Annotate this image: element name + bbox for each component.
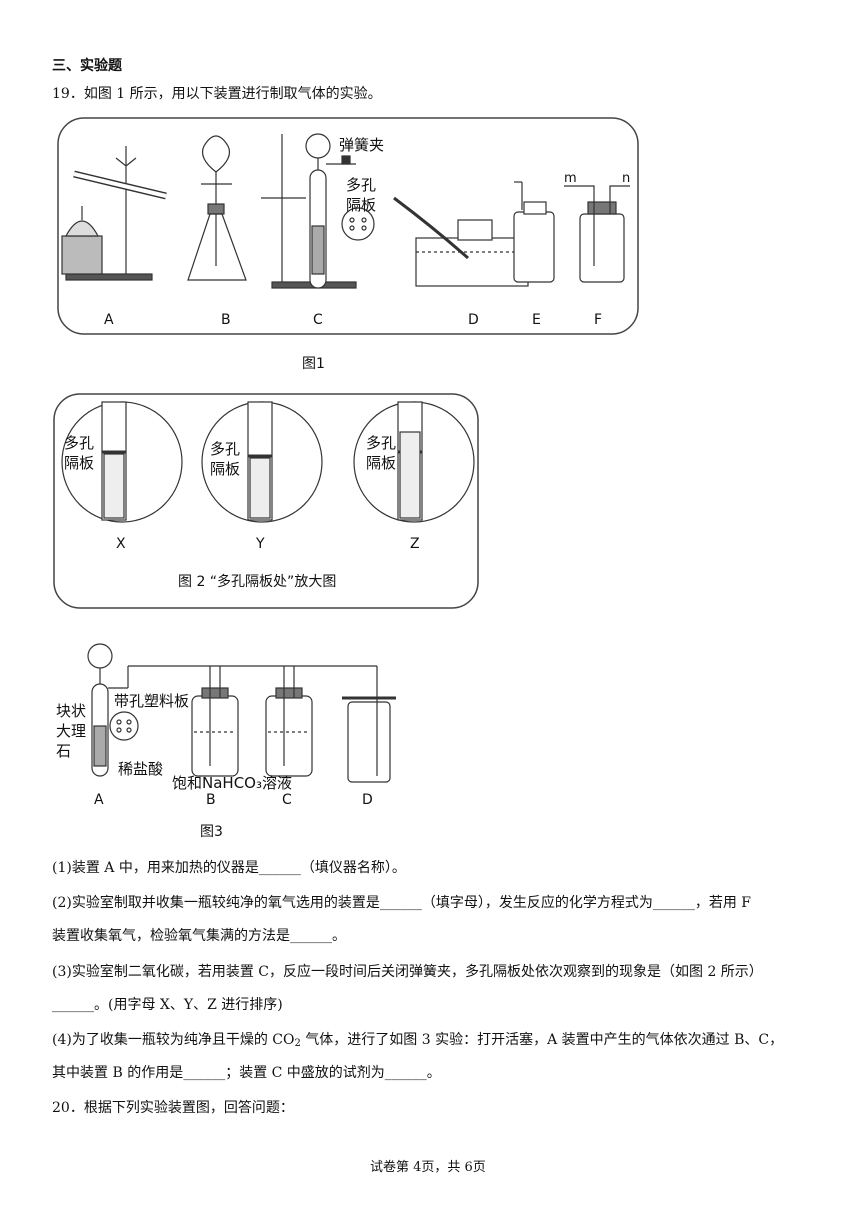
fig3-label-b: B (206, 792, 216, 808)
section-title: 三、实验题 (52, 58, 122, 74)
fig1-label-m: m (564, 171, 577, 186)
q19-part-4-text-b: 气体，进行了如图 3 实验：打开活塞，A 装置中产生的气体依次通过 B、C， (300, 1032, 784, 1048)
fig1-label-d: D (468, 312, 479, 328)
fig3-acid-label: 稀盐酸 (118, 760, 163, 778)
fig2-z-porous-2: 隔板 (366, 454, 396, 472)
fig2-y-porous-1: 多孔 (210, 440, 240, 458)
fig1-caption: 图1 (302, 356, 325, 372)
fig1-porous-label-1: 多孔 (346, 176, 376, 194)
fig3-marble-label-3: 石 (56, 742, 71, 760)
co2-subscript: 2 (294, 1038, 301, 1049)
figure-2: 多孔 隔板 多孔 隔板 多孔 隔板 X Y Z 图 2 “多孔隔板处”放大图 (53, 393, 479, 609)
question-19-intro: 19．如图 1 所示，用以下装置进行制取气体的实验。 (52, 86, 382, 102)
fig3-marble-label-1: 块状 (56, 702, 86, 720)
fig1-label-f: F (594, 312, 602, 328)
fig1-spring-clip-label: 弹簧夹 (339, 136, 384, 154)
figure-3: 块状 大理 石 带孔塑料板 稀盐酸 饱和NaHCO₃溶液 A B C D 图3 (56, 643, 396, 840)
q19-part-4-line-1: (4)为了收集一瓶较为纯净且干燥的 CO2 气体，进行了如图 3 实验：打开活塞… (52, 1030, 783, 1054)
fig2-label-z: Z (410, 536, 420, 552)
fig1-label-n: n (622, 171, 630, 186)
fig3-caption: 图3 (200, 824, 223, 840)
fig3-label-a: A (94, 792, 104, 808)
question-20-intro: 20．根据下列实验装置图，回答问题： (52, 1100, 294, 1116)
fig3-plastic-plate-label: 带孔塑料板 (114, 692, 189, 710)
page-footer: 试卷第 4页，共 6页 (370, 1160, 486, 1175)
fig2-y-porous-2: 隔板 (210, 460, 240, 478)
q19-part-4-line-2: 其中装置 B 的作用是______；装置 C 中盛放的试剂为______。 (52, 1065, 441, 1081)
fig2-label-x: X (116, 536, 126, 552)
fig3-label-d: D (362, 792, 373, 808)
q19-part-3-line-2: ______。(用字母 X、Y、Z 进行排序) (52, 997, 283, 1013)
fig3-solution-label: 饱和NaHCO₃溶液 (172, 774, 292, 792)
q19-part-2-line-1: (2)实验室制取并收集一瓶较纯净的氧气选用的装置是______（填字母），发生反… (52, 895, 751, 911)
fig1-label-a: A (104, 312, 114, 328)
fig2-x-porous-2: 隔板 (64, 454, 94, 472)
fig2-caption: 图 2 “多孔隔板处”放大图 (178, 573, 336, 590)
fig1-porous-label-2: 隔板 (346, 196, 376, 214)
fig3-label-c: C (282, 792, 292, 808)
fig1-label-c: C (313, 312, 323, 328)
q19-part-4-text-a: (4)为了收集一瓶较为纯净且干燥的 CO (52, 1032, 295, 1048)
q19-part-1: (1)装置 A 中，用来加热的仪器是______（填仪器名称）。 (52, 860, 406, 876)
figure-1: A B C D E F 弹簧夹 多孔 隔板 m n 图1 (57, 117, 639, 372)
fig2-x-porous-1: 多孔 (64, 434, 94, 452)
fig2-z-porous-1: 多孔 (366, 434, 396, 452)
fig1-label-b: B (221, 312, 231, 328)
fig1-label-e: E (532, 312, 541, 328)
fig3-marble-label-2: 大理 (56, 722, 86, 740)
fig2-label-y: Y (255, 536, 265, 552)
q19-part-3-line-1: (3)实验室制二氧化碳，若用装置 C，反应一段时间后关闭弹簧夹，多孔隔板处依次观… (52, 964, 763, 980)
q19-part-2-line-2: 装置收集氧气，检验氧气集满的方法是______。 (52, 928, 346, 944)
